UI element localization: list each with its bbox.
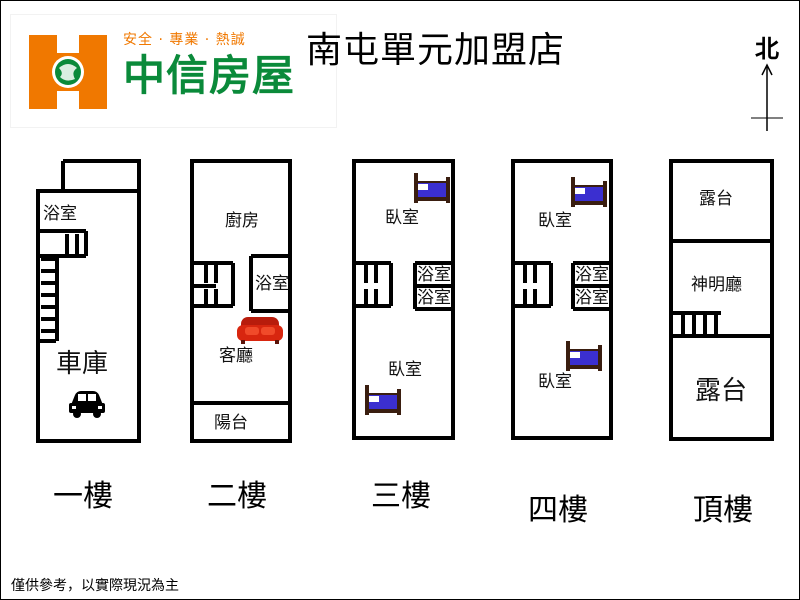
floor-4-plan: [511, 159, 613, 440]
room-label-bedroom: 臥室: [538, 211, 572, 231]
bed-icon: [365, 385, 401, 415]
room-label-garage: 車庫: [56, 349, 109, 379]
room-label-terrace: 露台: [699, 189, 733, 209]
roof-floor-plan: [669, 159, 774, 441]
room-label-bathroom: 浴室: [575, 288, 609, 308]
floor-label: 二樓: [207, 479, 267, 514]
disclaimer-text: 僅供參考，以實際現況為主: [11, 578, 179, 594]
floor-4-stairs: [513, 261, 553, 308]
room-label-bathroom: 浴室: [43, 204, 77, 224]
north-arrow-icon: [751, 63, 783, 131]
north-label: 北: [755, 35, 779, 63]
room-label-balcony: 陽台: [214, 413, 248, 433]
bed-icon: [566, 341, 602, 371]
floor-label: 頂樓: [693, 493, 753, 528]
store-title: 南屯單元加盟店: [306, 30, 566, 71]
roof-floor-stairs: [671, 311, 721, 336]
floor-3-plan: [352, 159, 455, 440]
room-label-bathroom: 浴室: [417, 288, 451, 308]
room-label-bedroom: 臥室: [388, 360, 422, 380]
bed-icon: [571, 177, 607, 207]
brand-slogan: 安全 · 專業 · 熱誠: [123, 32, 246, 48]
floor-1-stairs: [41, 234, 79, 341]
floor-label: 四樓: [528, 493, 588, 528]
room-label-bedroom: 臥室: [538, 372, 572, 392]
room-label-bathroom: 浴室: [575, 265, 609, 285]
car-icon: [69, 391, 105, 418]
room-label-kitchen: 廚房: [225, 211, 259, 231]
floor-1-plan: [36, 159, 141, 443]
brand-logo: 安全 · 專業 · 熱誠 中信房屋: [11, 15, 336, 127]
brand-logo-mark: [29, 35, 107, 109]
room-label-living-room: 客廳: [219, 346, 253, 366]
room-label-bathroom: 浴室: [255, 274, 289, 294]
room-label-bathroom: 浴室: [417, 265, 451, 285]
floor-label: 一樓: [53, 479, 113, 514]
north-indicator: 北: [751, 35, 783, 133]
room-label-shrine-hall: 神明廳: [691, 275, 742, 295]
floor-2-plan: [190, 159, 292, 443]
room-label-bedroom: 臥室: [385, 208, 419, 228]
floor-2-stairs: [192, 261, 235, 308]
bed-icon: [414, 173, 450, 203]
floor-3-stairs: [354, 261, 393, 308]
floor-label: 三樓: [371, 479, 431, 514]
brand-name: 中信房屋: [123, 51, 296, 100]
room-label-terrace: 露台: [695, 376, 748, 406]
sofa-icon: [237, 317, 283, 344]
